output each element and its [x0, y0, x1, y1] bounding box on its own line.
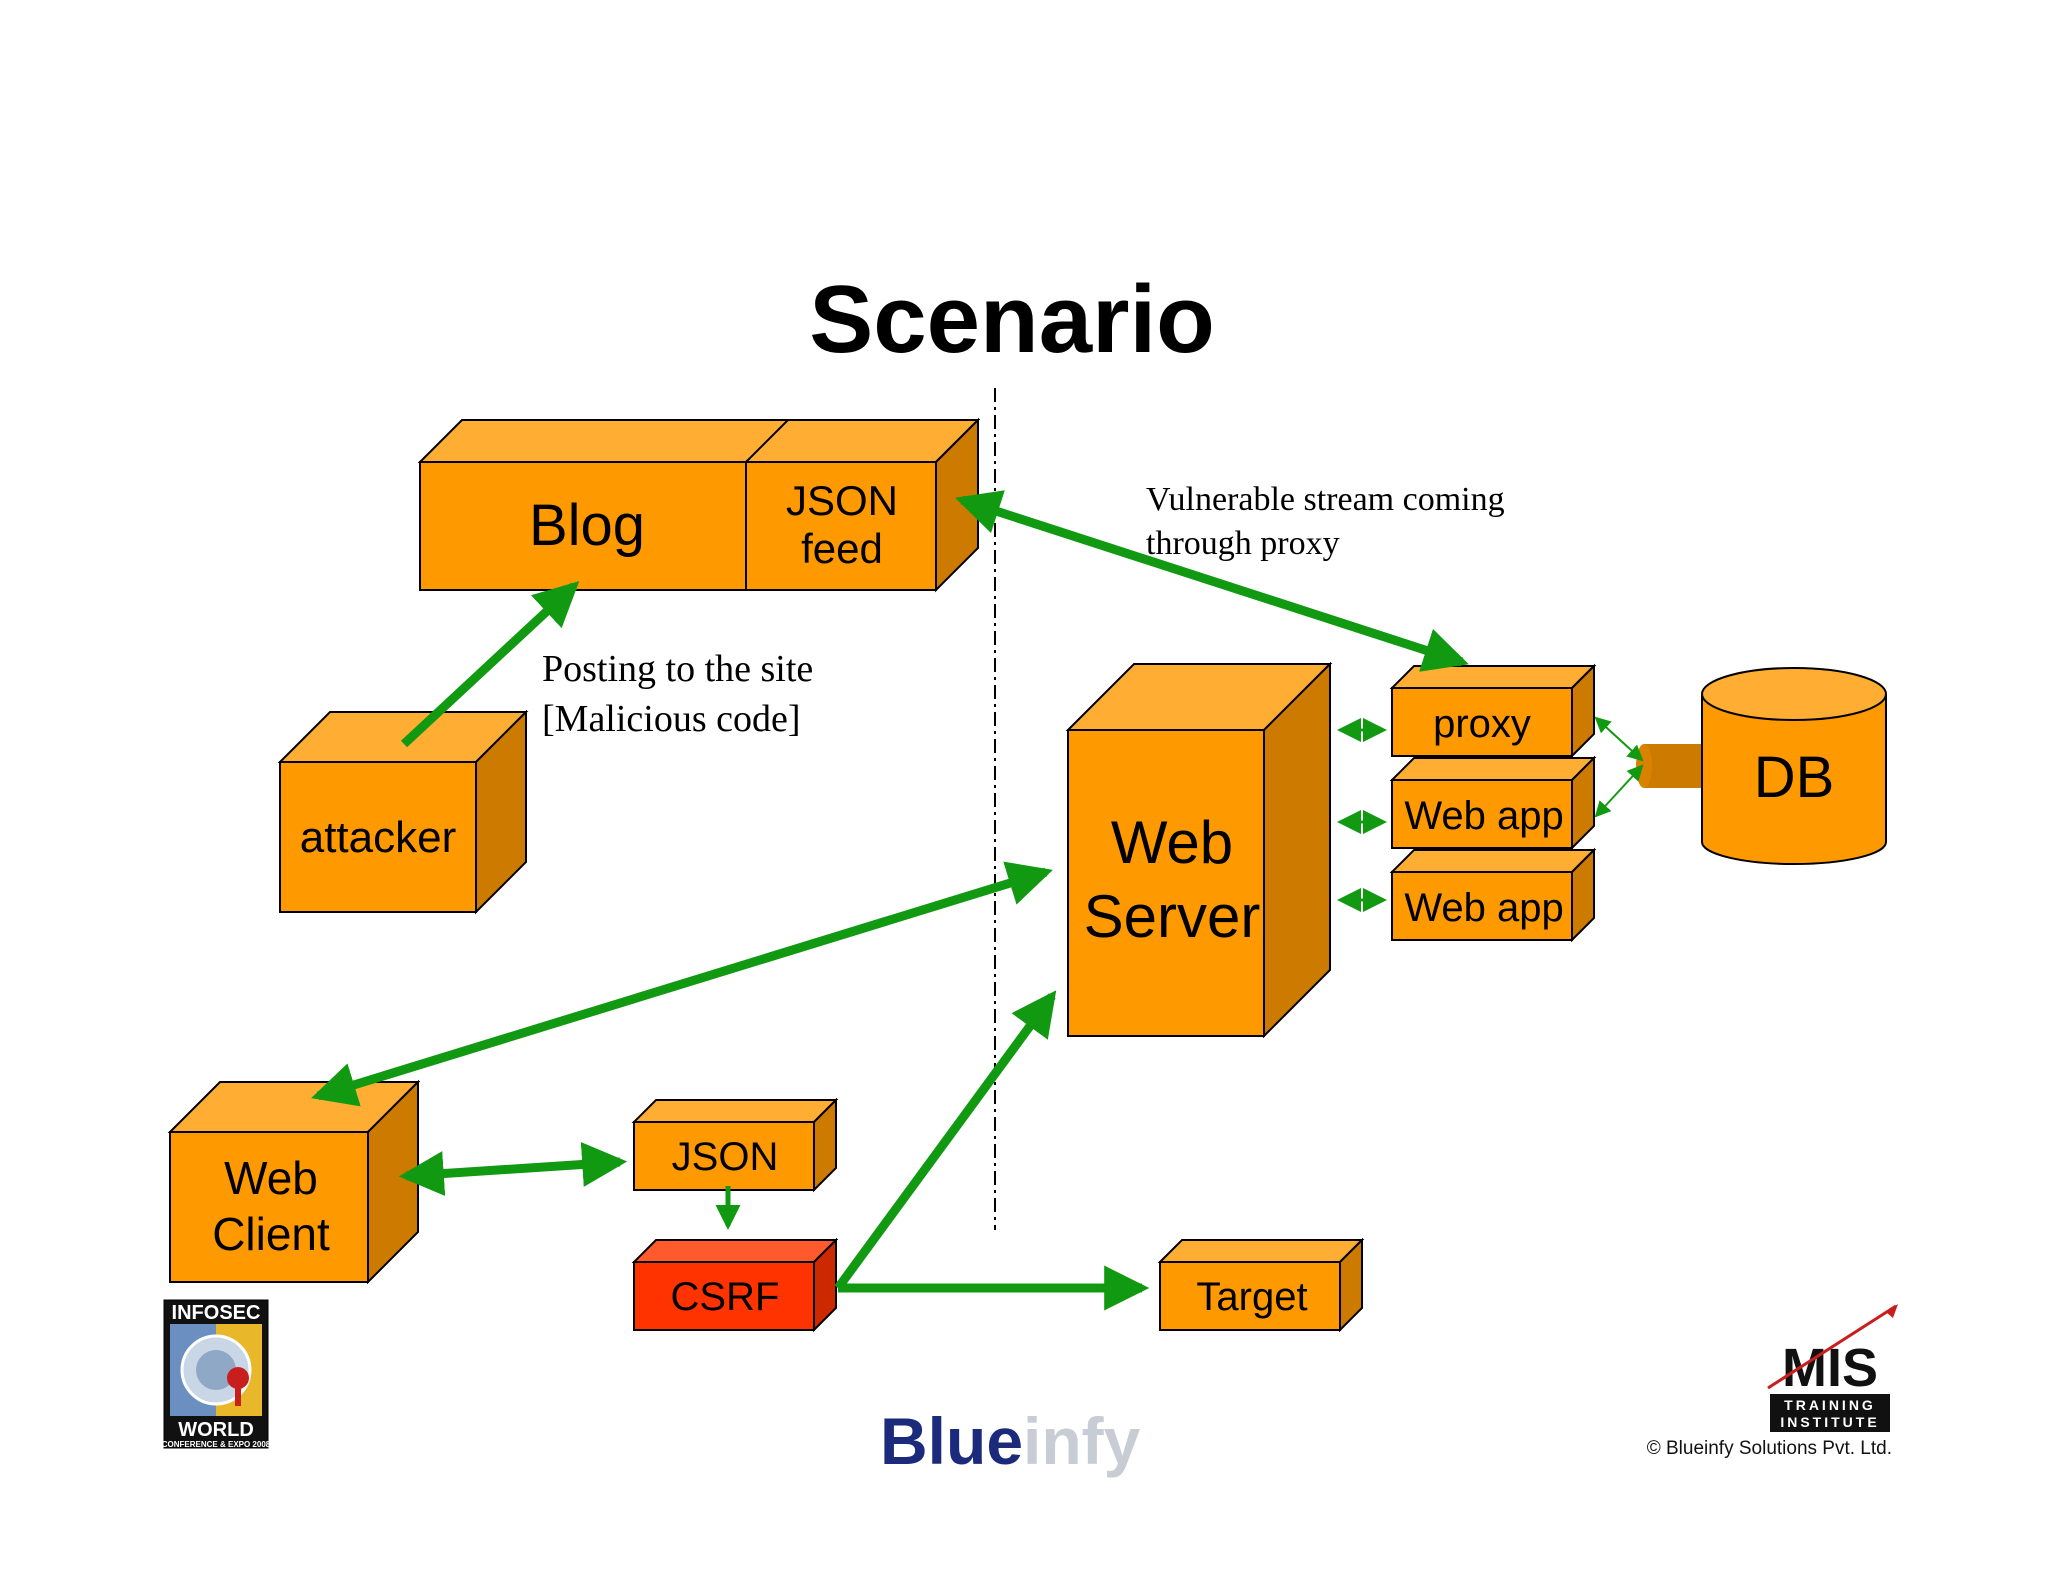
blueinfy-logo-part1: Blue — [880, 1404, 1023, 1478]
blueinfy-logo-part2: infy — [1023, 1404, 1141, 1478]
web-server-label-line2: Server — [1084, 883, 1261, 950]
csrf-label: CSRF — [671, 1275, 780, 1319]
json-box: JSON — [631, 1097, 839, 1193]
arrow-csrf-to-web-server — [834, 990, 1057, 1291]
proxy-label: proxy — [1433, 702, 1531, 746]
web-app-1-label: Web app — [1404, 794, 1563, 838]
proxy-box: proxy — [1389, 663, 1597, 759]
infosec-logo-bottom-text: WORLD — [178, 1419, 254, 1441]
web-server-box: Web Server — [1065, 661, 1333, 1039]
blog-label: Blog — [529, 493, 645, 558]
svg-text:Blueinfy: Blueinfy — [880, 1404, 1141, 1478]
json-feed-box: JSON feed — [786, 477, 898, 572]
web-client-label-line2: Client — [212, 1208, 330, 1260]
mis-logo-sub1: TRAINING — [1784, 1397, 1876, 1413]
stream-annotation-line1: Vulnerable stream coming — [1146, 481, 1505, 518]
web-app-box-1: Web app — [1389, 755, 1597, 851]
web-app-2-label: Web app — [1404, 886, 1563, 930]
blueinfy-logo: Blueinfy — [880, 1404, 1141, 1478]
csrf-box: CSRF — [631, 1237, 839, 1333]
arrow-proxy-db — [1594, 716, 1644, 762]
stream-annotation-line2: through proxy — [1146, 525, 1340, 562]
mis-training-institute-logo: MIS TRAINING INSTITUTE — [1767, 1304, 1898, 1432]
posting-annotation-line2: [Malicious code] — [542, 698, 801, 740]
target-label: Target — [1196, 1275, 1307, 1319]
infosec-logo-sub-text: CONFERENCE & EXPO 2008 — [162, 1440, 271, 1449]
attacker-label: attacker — [300, 813, 457, 862]
mis-logo-sub2: INSTITUTE — [1780, 1414, 1879, 1430]
json-label: JSON — [672, 1135, 779, 1179]
arrow-web-client-web-server — [311, 861, 1053, 1107]
page-title: Scenario — [809, 266, 1215, 373]
arrow-web-app-db — [1594, 764, 1644, 818]
arrow-web-client-json — [398, 1142, 628, 1196]
target-box: Target — [1157, 1237, 1365, 1333]
db-cylinder: DB — [1636, 667, 1887, 865]
web-client-box: Web Client — [167, 1079, 421, 1285]
infosec-world-logo: INFOSEC WORLD CONFERENCE & EXPO 2008 — [162, 1299, 271, 1449]
json-feed-label-line1: JSON — [786, 477, 898, 524]
web-app-box-2: Web app — [1389, 847, 1597, 943]
json-feed-label-line2: feed — [801, 525, 883, 572]
db-label: DB — [1754, 745, 1835, 810]
arrow-attacker-to-blog — [400, 581, 580, 748]
infosec-logo-top-text: INFOSEC — [172, 1302, 261, 1324]
posting-annotation-line1: Posting to the site — [542, 648, 813, 690]
web-server-label-line1: Web — [1111, 809, 1233, 876]
web-client-label-line1: Web — [224, 1152, 318, 1204]
arrow-json-feed-proxy — [955, 490, 1469, 672]
copyright-text: © Blueinfy Solutions Pvt. Ltd. — [1647, 1438, 1892, 1459]
